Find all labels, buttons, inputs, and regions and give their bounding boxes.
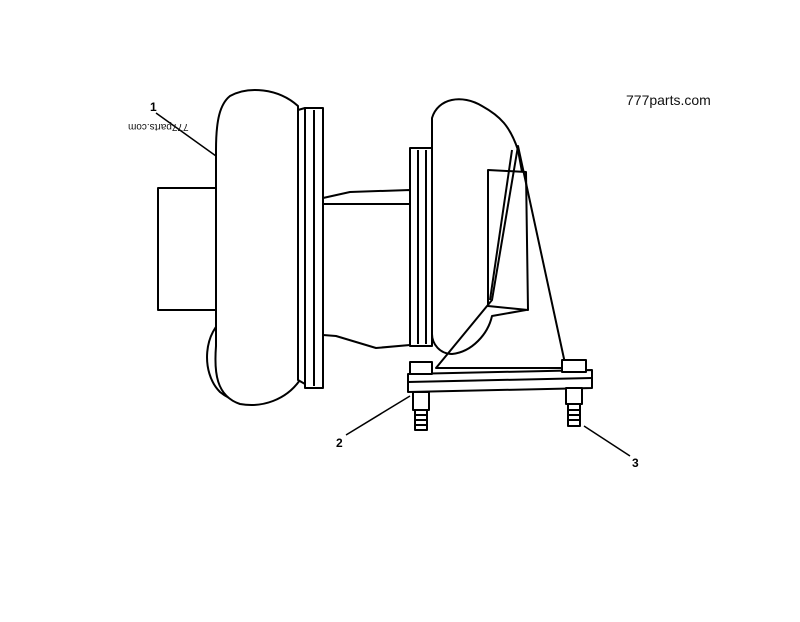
- support-bracket: [435, 145, 567, 369]
- bracket-inner-edge: [489, 149, 513, 301]
- callout-1: 1: [150, 100, 157, 114]
- callout-2: 2: [336, 436, 343, 450]
- center-housing: [322, 189, 411, 349]
- leader-line-3: [583, 425, 631, 457]
- mounting-plate: [407, 369, 593, 393]
- leader-line-2: [345, 395, 411, 436]
- flange-ring-right: [409, 147, 433, 347]
- bolt-left: [409, 361, 433, 431]
- callout-3: 3: [632, 456, 639, 470]
- compressor-housing: [214, 89, 301, 406]
- inlet-pipe: [157, 187, 219, 311]
- brand-label: 777parts.com: [626, 92, 711, 108]
- bolt-right: [561, 359, 587, 427]
- watermark-text: 777parts.com: [128, 121, 189, 132]
- flange-ring-left: [297, 107, 324, 389]
- leader-line-1: [155, 112, 217, 157]
